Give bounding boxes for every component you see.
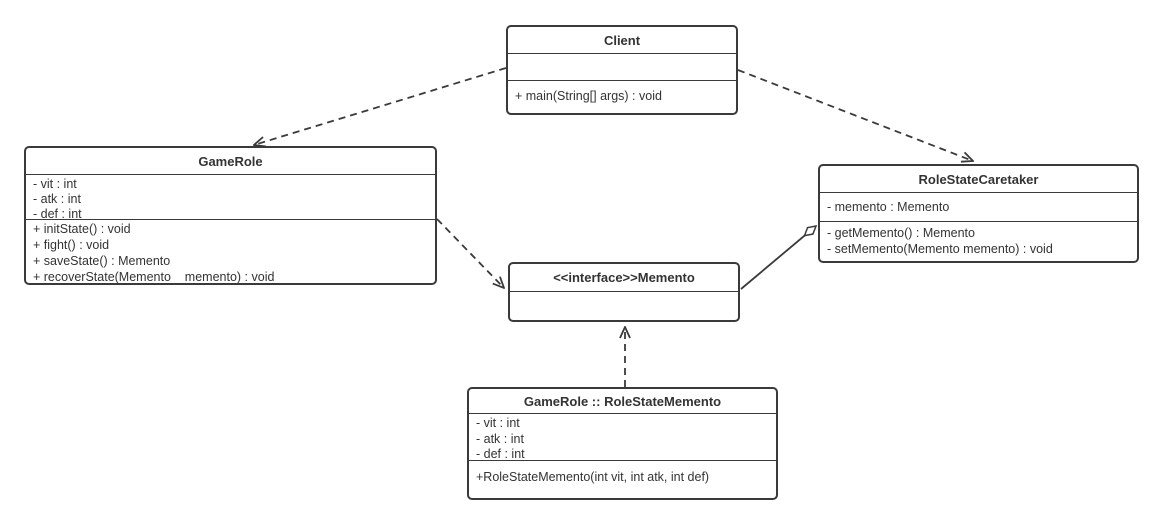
dependency-arrow-client-to-rolestatecaretaker	[737, 69, 973, 161]
attribute-row: - atk : int	[476, 431, 524, 446]
class-title-memento-interface: <<interface>>Memento	[510, 264, 738, 292]
method-row: + initState() : void	[33, 222, 131, 236]
class-title-rolestatememento: GameRole :: RoleStateMemento	[469, 389, 776, 414]
class-box-client: Client + main(String[] args) : void	[506, 25, 738, 115]
attributes-section-gamerole: - vit : int - atk : int - def : int	[26, 175, 435, 220]
method-row: + recoverState(Memento memento) : void	[33, 270, 275, 283]
methods-section-rolestatememento: +RoleStateMemento(int vit, int atk, int …	[469, 461, 776, 498]
body-section-memento-interface	[510, 292, 738, 320]
dependency-arrow-client-to-gamerole	[254, 67, 507, 145]
attribute-row: - def : int	[33, 207, 82, 220]
dependency-arrow-gamerole-to-memento	[436, 218, 504, 288]
attributes-section-client	[508, 54, 736, 81]
method-row: - setMemento(Memento memento) : void	[827, 242, 1053, 256]
method-row: + main(String[] args) : void	[515, 89, 662, 103]
attributes-section-rolestatecaretaker: - memento : Memento	[820, 193, 1137, 222]
method-row: + fight() : void	[33, 238, 110, 252]
attribute-row: - vit : int	[476, 416, 520, 430]
method-row: + saveState() : Memento	[33, 254, 171, 268]
methods-section-client: + main(String[] args) : void	[508, 81, 736, 113]
class-title-rolestatecaretaker: RoleStateCaretaker	[820, 166, 1137, 193]
attributes-section-rolestatememento: - vit : int - atk : int - def : int	[469, 414, 776, 461]
method-row: +RoleStateMemento(int vit, int atk, int …	[476, 470, 710, 484]
attribute-row: - atk : int	[33, 192, 81, 206]
class-box-rolestatememento: GameRole :: RoleStateMemento - vit : int…	[467, 387, 778, 500]
attribute-row: - vit : int	[33, 177, 77, 191]
methods-section-rolestatecaretaker: - getMemento() : Memento - setMemento(Me…	[820, 222, 1137, 261]
attribute-row: - memento : Memento	[827, 200, 950, 214]
aggregation-link-memento-to-rolestatecaretaker	[740, 226, 816, 290]
class-title-gamerole: GameRole	[26, 148, 435, 175]
class-box-memento-interface: <<interface>>Memento	[508, 262, 740, 322]
method-row: - getMemento() : Memento	[827, 226, 975, 240]
class-title-client: Client	[508, 27, 736, 54]
class-box-gamerole: GameRole - vit : int - atk : int - def :…	[24, 146, 437, 285]
class-box-rolestatecaretaker: RoleStateCaretaker - memento : Memento -…	[818, 164, 1139, 263]
methods-section-gamerole: + initState() : void + fight() : void + …	[26, 220, 435, 283]
attribute-row: - def : int	[476, 447, 525, 461]
